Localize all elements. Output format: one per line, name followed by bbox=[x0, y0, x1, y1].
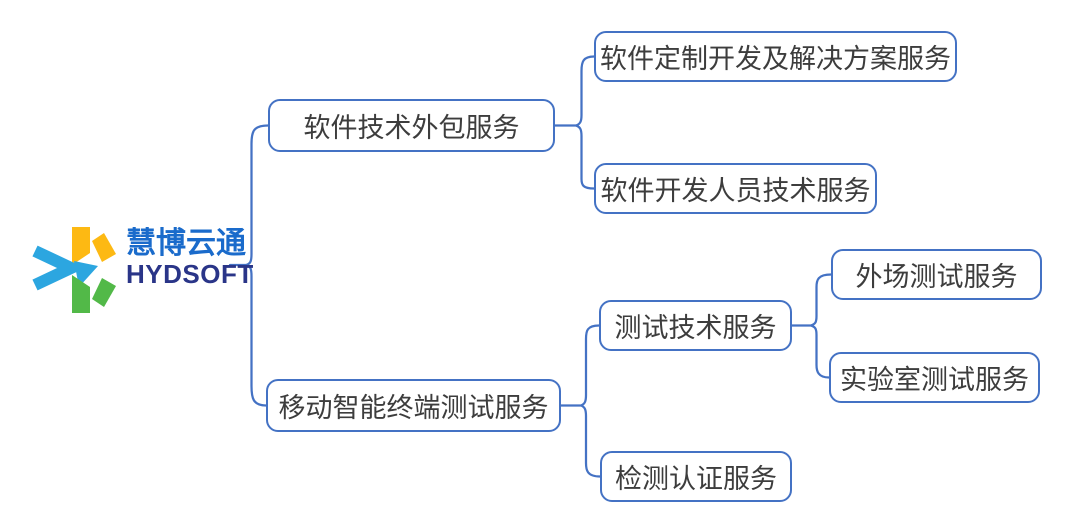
connector-mobile-testing-children bbox=[559, 324, 602, 478]
node-label: 检测认证服务 bbox=[615, 464, 777, 494]
node-software-outsourcing[interactable]: 软件技术外包服务 bbox=[268, 99, 555, 152]
node-mobile-terminal-testing[interactable]: 移动智能终端测试服务 bbox=[266, 379, 561, 432]
connector-root-branch bbox=[228, 124, 270, 407]
node-label: 软件开发人员技术服务 bbox=[600, 176, 871, 206]
logo-brand-en: HYDSOFT bbox=[126, 259, 254, 289]
node-label: 软件技术外包服务 bbox=[303, 113, 520, 143]
logo-brand-cn: 慧博云通 bbox=[126, 227, 246, 260]
connector-testing-tech-children bbox=[790, 273, 833, 379]
node-dev-staff-services[interactable]: 软件开发人员技术服务 bbox=[594, 163, 877, 214]
logo-text-block: 慧博云通 HYDSOFT bbox=[126, 227, 266, 288]
connector-software-outsourcing-children bbox=[553, 55, 596, 190]
hydsoft-logo-icon bbox=[32, 227, 116, 313]
node-label: 测试技术服务 bbox=[614, 313, 777, 343]
node-certification-services[interactable]: 检测认证服务 bbox=[600, 451, 792, 502]
node-label: 实验室测试服务 bbox=[840, 365, 1029, 395]
node-lab-testing[interactable]: 实验室测试服务 bbox=[829, 352, 1040, 403]
node-label: 外场测试服务 bbox=[855, 262, 1018, 292]
node-field-testing[interactable]: 外场测试服务 bbox=[831, 249, 1042, 300]
node-label: 软件定制开发及解决方案服务 bbox=[600, 44, 951, 74]
node-custom-dev-solutions[interactable]: 软件定制开发及解决方案服务 bbox=[594, 31, 957, 82]
node-testing-tech-services[interactable]: 测试技术服务 bbox=[599, 300, 792, 351]
node-label: 移动智能终端测试服务 bbox=[278, 393, 549, 423]
